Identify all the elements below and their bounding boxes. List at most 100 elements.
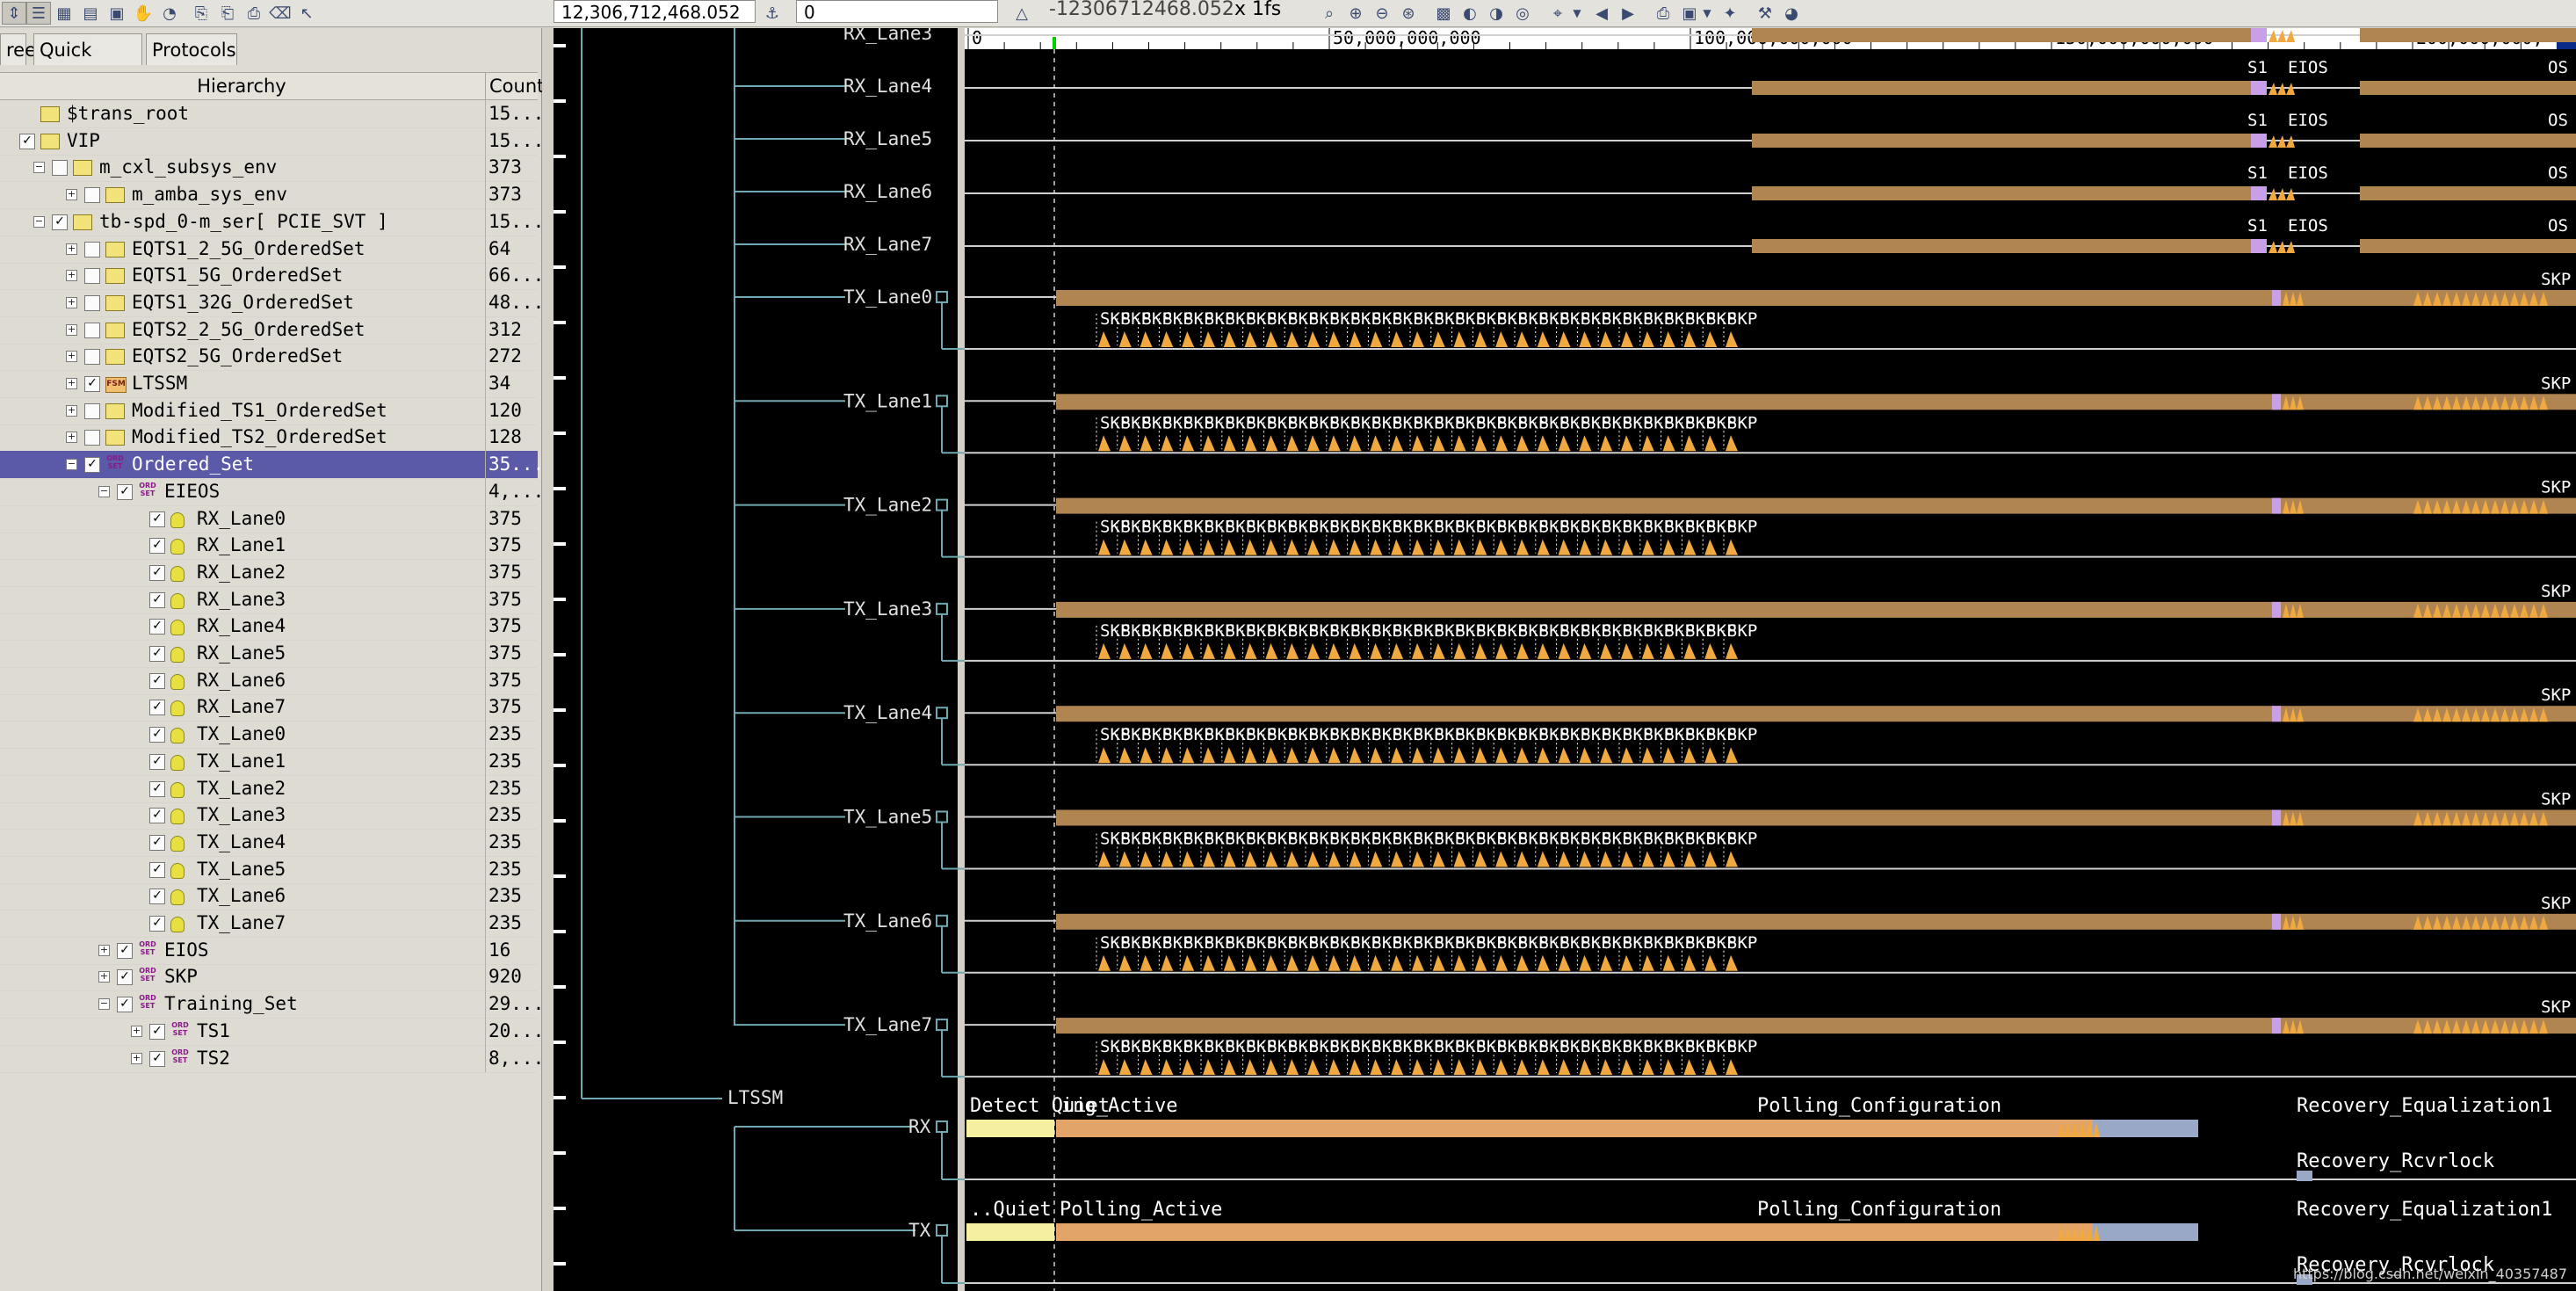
tree-row[interactable]: ✓TX_Lane2235 (0, 775, 538, 803)
paste-icon[interactable]: ⎙ (242, 3, 265, 24)
list-view-icon[interactable]: ☰ (26, 2, 51, 25)
waveform-canvas[interactable]: 050,000,000,000100,000,000,000150,000,00… (546, 28, 2576, 1291)
tree-row[interactable]: +EQTS1_5G_OrderedSet66... (0, 262, 538, 290)
tree-row[interactable]: ✓TX_Lane5235 (0, 856, 538, 884)
expand-icon[interactable]: + (131, 1026, 142, 1037)
zoom-in-icon[interactable]: ⊕ (1344, 3, 1367, 24)
row-checkbox[interactable]: ✓ (149, 1051, 165, 1067)
row-checkbox[interactable]: ✓ (149, 565, 165, 581)
expand-icon[interactable]: + (66, 405, 77, 417)
row-checkbox[interactable] (84, 403, 100, 419)
delete-icon[interactable]: ⌫ (269, 3, 292, 24)
tree-row[interactable]: ✓RX_Lane2375 (0, 559, 538, 587)
chevron-down-icon[interactable]: ▼ (1701, 3, 1713, 24)
collapse-icon[interactable]: − (33, 216, 45, 228)
tree-row[interactable]: +EQTS1_2_5G_OrderedSet64 (0, 236, 538, 264)
row-checkbox[interactable]: ✓ (149, 673, 165, 689)
tree-row[interactable]: +✓ORDSETEIOS16 (0, 937, 538, 965)
tree-row[interactable]: ✓RX_Lane5375 (0, 640, 538, 668)
globe-icon[interactable]: ◎ (1511, 3, 1534, 24)
document-icon[interactable]: ▤ (79, 3, 102, 24)
row-checkbox[interactable] (84, 323, 100, 338)
save-icon[interactable]: ▣ (105, 3, 128, 24)
tree-row[interactable]: +m_amba_sys_env373 (0, 181, 538, 209)
zoom-out-icon[interactable]: ⊖ (1371, 3, 1393, 24)
row-checkbox[interactable]: ✓ (149, 700, 165, 715)
tools-icon[interactable]: ⚒ (1754, 3, 1776, 24)
plugin-icon[interactable]: ✦ (1719, 3, 1741, 24)
hierarchy-column-header[interactable]: Hierarchy (0, 73, 483, 99)
zoom-fit-icon[interactable]: ⌕ (1318, 3, 1341, 24)
row-checkbox[interactable]: ✓ (149, 754, 165, 770)
expand-icon[interactable]: + (66, 432, 77, 443)
tree-row[interactable]: +✓ORDSETTS120... (0, 1018, 538, 1046)
tree-row[interactable]: +✓ORDSETTS28,... (0, 1045, 538, 1073)
tree-row[interactable]: −✓ORDSETEIEOS4,... (0, 478, 538, 506)
row-checkbox[interactable]: ✓ (19, 134, 35, 149)
row-checkbox[interactable]: ✓ (84, 376, 100, 392)
row-checkbox[interactable]: ✓ (149, 916, 165, 932)
tree-row[interactable]: $trans_root15... (0, 100, 538, 128)
find-icon[interactable]: ⌖ (1546, 3, 1569, 24)
tree-row[interactable]: ✓TX_Lane0235 (0, 721, 538, 749)
row-checkbox[interactable]: ✓ (149, 862, 165, 878)
tree-row[interactable]: ✓RX_Lane3375 (0, 586, 538, 614)
waveform-panel[interactable]: 050,000,000,000100,000,000,000150,000,00… (546, 28, 2576, 1291)
row-checkbox[interactable]: ✓ (149, 888, 165, 904)
tree-row[interactable]: −✓ORDSETTraining_Set29... (0, 990, 538, 1019)
tree-row[interactable]: ✓RX_Lane7375 (0, 693, 538, 722)
row-checkbox[interactable] (84, 349, 100, 365)
row-checkbox[interactable] (84, 242, 100, 257)
expand-icon[interactable]: + (66, 243, 77, 255)
row-checkbox[interactable]: ✓ (149, 646, 165, 662)
expand-icon[interactable]: + (66, 324, 77, 336)
row-checkbox[interactable]: ✓ (84, 457, 100, 473)
tree-row[interactable]: ✓TX_Lane4235 (0, 829, 538, 857)
tree-row[interactable]: −m_cxl_subsys_env373 (0, 154, 538, 182)
tree-row[interactable]: ✓TX_Lane6235 (0, 882, 538, 910)
print-icon[interactable]: ⎙ (1652, 3, 1675, 24)
row-checkbox[interactable]: ✓ (149, 781, 165, 797)
expand-icon[interactable]: + (66, 270, 77, 281)
row-checkbox[interactable]: ✓ (52, 214, 68, 230)
colors-icon[interactable]: ◕ (1780, 3, 1803, 24)
tree-row[interactable]: +✓ORDSETSKP920 (0, 963, 538, 991)
collapse-icon[interactable]: − (33, 162, 45, 173)
select-mode-icon[interactable]: ⇕ (2, 2, 26, 25)
row-checkbox[interactable]: ✓ (149, 538, 165, 554)
tree-row[interactable]: +EQTS2_5G_OrderedSet272 (0, 343, 538, 371)
tree-row[interactable]: ✓TX_Lane3235 (0, 801, 538, 830)
pointer-icon[interactable]: ↖ (295, 3, 318, 24)
row-checkbox[interactable]: ✓ (117, 943, 133, 959)
collapse-icon[interactable]: − (98, 486, 110, 497)
expand-icon[interactable]: + (66, 189, 77, 200)
expand-icon[interactable]: + (66, 297, 77, 308)
search-back-icon[interactable]: ◐ (1458, 3, 1481, 24)
hand-pan-icon[interactable]: ✋ (132, 3, 155, 24)
tab-quick-filter[interactable]: Quick Filter (33, 33, 142, 65)
tab-protocols[interactable]: Protocols (146, 33, 237, 65)
row-checkbox[interactable]: ✓ (149, 835, 165, 851)
row-checkbox[interactable]: ✓ (117, 484, 133, 500)
tree-row[interactable]: +EQTS2_2_5G_OrderedSet312 (0, 316, 538, 345)
tree-row[interactable]: ✓RX_Lane4375 (0, 613, 538, 641)
expand-icon[interactable]: + (66, 351, 77, 362)
collapse-icon[interactable]: − (98, 998, 110, 1010)
row-checkbox[interactable]: ✓ (149, 808, 165, 823)
marker-time-field[interactable]: 0 (796, 0, 998, 23)
timer-icon[interactable]: ◔ (158, 3, 181, 24)
tree-row[interactable]: ✓RX_Lane1375 (0, 532, 538, 560)
marker-icon[interactable]: ⚓ (761, 3, 784, 24)
tree-row[interactable]: ✓VIP15... (0, 127, 538, 156)
tree-row[interactable]: −✓ORDSETOrdered_Set35... (0, 451, 538, 479)
row-checkbox[interactable]: ✓ (149, 619, 165, 635)
zoom-full-icon[interactable]: ⊛ (1397, 3, 1420, 24)
expand-icon[interactable]: + (66, 378, 77, 389)
chevron-down-icon[interactable]: ▼ (1571, 3, 1583, 24)
cut-icon[interactable]: ⎘ (190, 3, 213, 24)
row-checkbox[interactable]: ✓ (149, 592, 165, 608)
row-checkbox[interactable] (52, 160, 68, 176)
tree-row[interactable]: +✓FSMLTSSM34 (0, 370, 538, 398)
copy-icon[interactable]: ⎗ (216, 3, 239, 24)
count-column-header[interactable]: Count (485, 73, 542, 99)
